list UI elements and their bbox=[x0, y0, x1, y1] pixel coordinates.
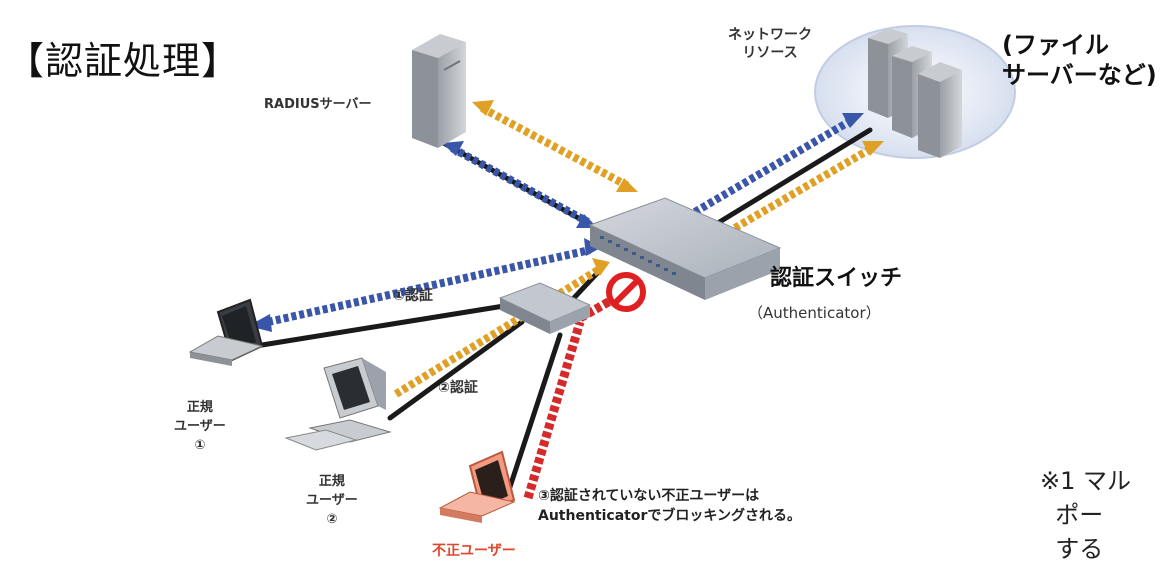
resource-servers-icon bbox=[868, 28, 962, 158]
laptop-bad-user-icon bbox=[438, 450, 516, 523]
auth-2-label: ②認証 bbox=[438, 380, 478, 396]
radius-server-label: RADIUSサーバー bbox=[264, 97, 372, 112]
desktop-user2-icon bbox=[284, 357, 392, 451]
red-arrow bbox=[523, 296, 615, 500]
radius-server-icon bbox=[412, 34, 466, 148]
footnote: ※1 マル ポー する bbox=[1040, 467, 1132, 563]
prohibited-icon bbox=[606, 272, 646, 312]
page-title: 【認証処理】 bbox=[6, 39, 241, 83]
auth-switch-icon bbox=[588, 197, 782, 300]
blue-arrows bbox=[267, 116, 855, 326]
hub-icon bbox=[498, 282, 592, 334]
auth-switch-label: 認証スイッチ bbox=[770, 266, 903, 291]
network-resource-label: ネットワーク リソース bbox=[728, 27, 812, 61]
orange-arrowheads bbox=[472, 100, 884, 276]
block-note-label: ③認証されていない不正ユーザーは Authenticatorでブロッキングされる… bbox=[538, 488, 801, 524]
laptop-user1-icon bbox=[188, 298, 264, 366]
user-1-label: 正規 ユーザー ① bbox=[174, 400, 226, 453]
bad-user-label: 不正ユーザー bbox=[432, 543, 516, 559]
orange-arrows bbox=[393, 104, 875, 398]
auth-1-label: ①認証 bbox=[393, 288, 433, 304]
file-server-label: (ファイル サーバーなど) bbox=[1002, 31, 1157, 89]
user-2-label: 正規 ユーザー ② bbox=[306, 474, 358, 527]
authenticator-label: （Authenticator） bbox=[748, 304, 881, 322]
